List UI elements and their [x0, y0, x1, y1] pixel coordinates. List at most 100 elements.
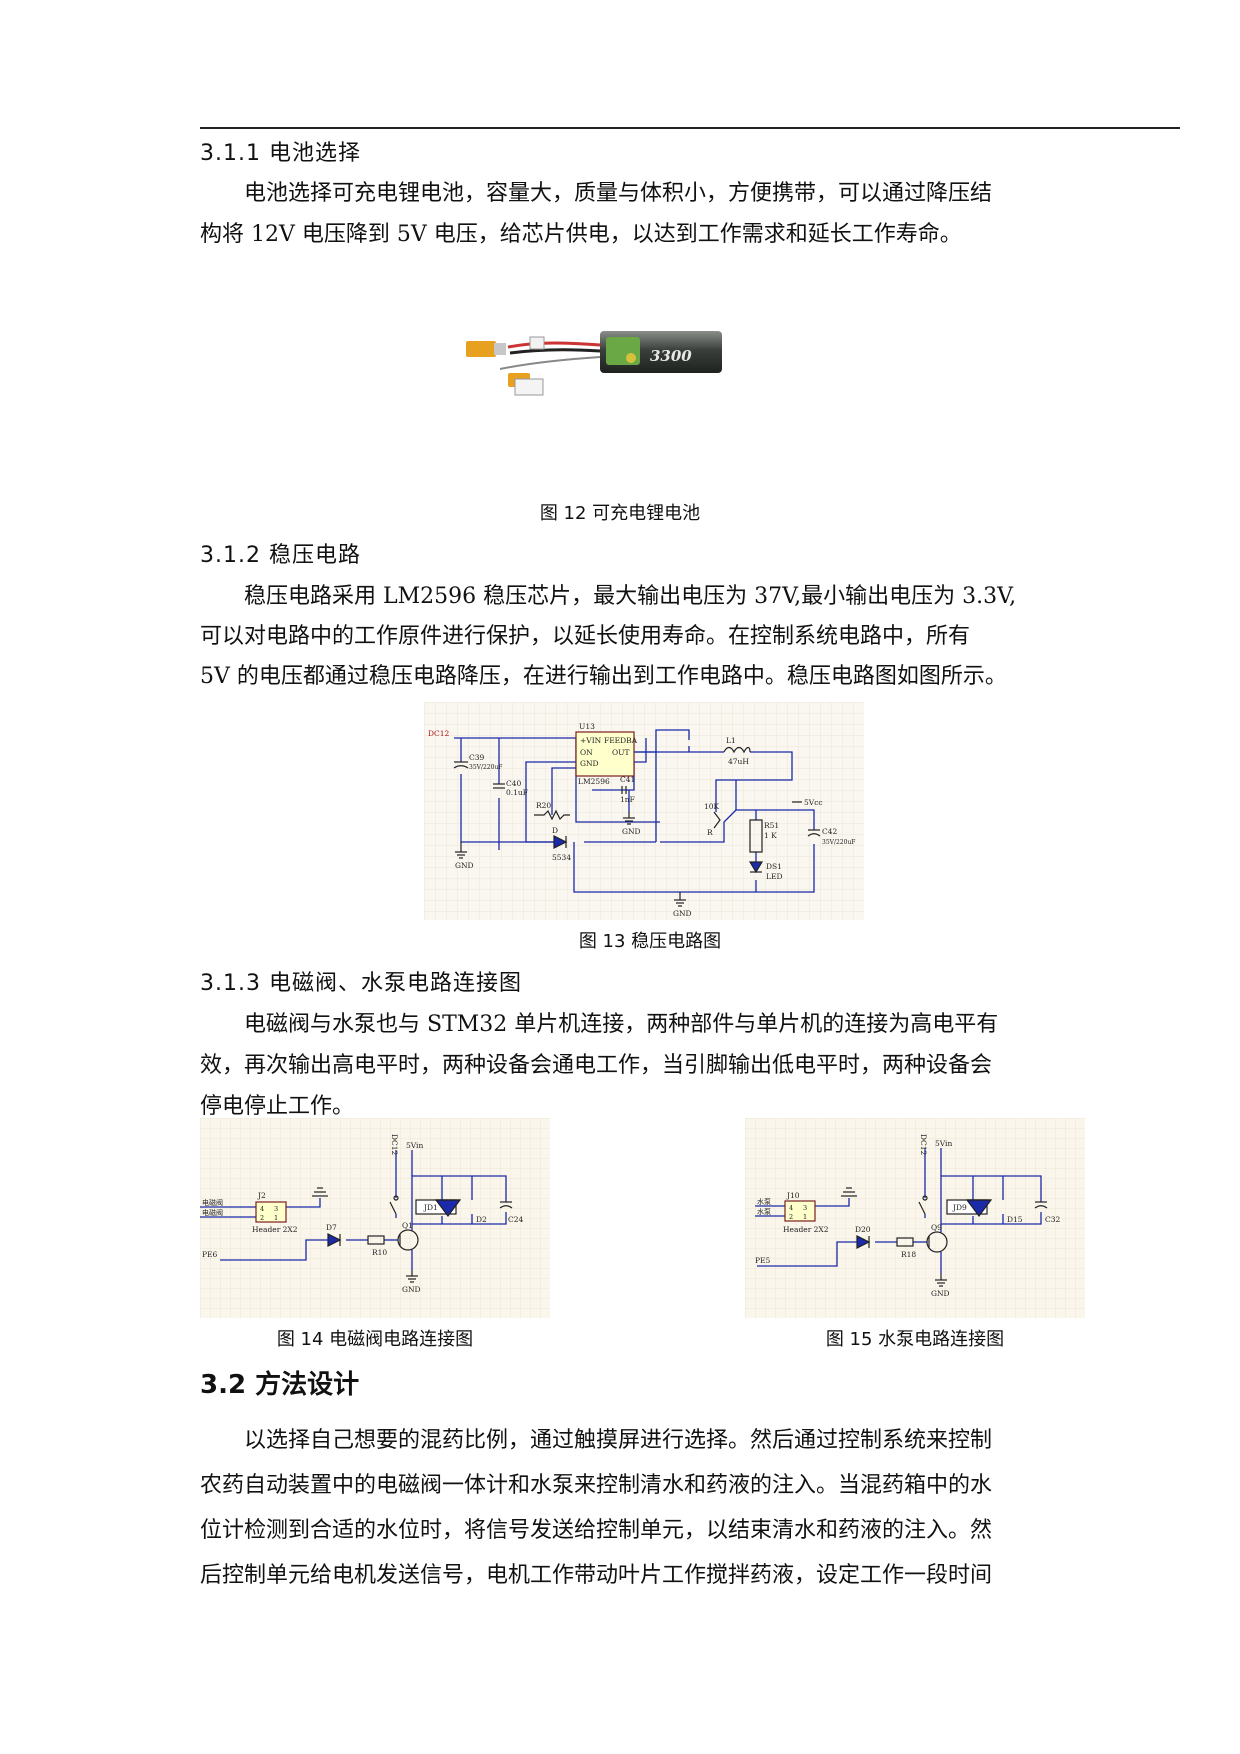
svg-text:1nF: 1nF: [620, 795, 635, 804]
battery-emblem: [626, 353, 636, 363]
paragraph-line: 以选择自己想要的混药比例，通过触摸屏进行选择。然后通过控制系统来控制: [244, 1428, 993, 1453]
svg-text:FEEDBA: FEEDBA: [604, 736, 638, 745]
paragraph-battery: 电池选择可充电锂电池，容量大，质量与体积小，方便携带，可以通过降压结 构将 12…: [200, 173, 1086, 255]
battery-wire-black: [509, 348, 601, 355]
svg-text:R51: R51: [764, 821, 779, 830]
paragraph-line: 电磁阀与水泵也与 STM32 单片机连接，两种部件与单片机的连接为高电平有: [244, 1012, 999, 1037]
svg-text:35V/220uF: 35V/220uF: [822, 839, 855, 846]
svg-text:C39: C39: [469, 753, 485, 762]
svg-text:5Vin: 5Vin: [406, 1141, 423, 1150]
svg-text:Header 2X2: Header 2X2: [783, 1225, 829, 1234]
svg-text:PE6: PE6: [202, 1250, 218, 1259]
pump-wires: [755, 1148, 1042, 1274]
svg-text:2: 2: [260, 1214, 264, 1222]
svg-text:JD1: JD1: [423, 1203, 438, 1212]
svg-text:电磁阀: 电磁阀: [202, 1208, 223, 1217]
svg-text:2: 2: [789, 1213, 793, 1221]
svg-text:DS1: DS1: [766, 862, 782, 871]
svg-text:3: 3: [803, 1204, 807, 1212]
valve-wires: [200, 1150, 507, 1270]
pump-labels: J10 Header 2X2 4 3 2 1 水泵 水泵 PE5 D20 R18…: [755, 1134, 1061, 1298]
figure-12-caption: 图 12 可充电锂电池: [539, 503, 701, 524]
svg-text:GND: GND: [931, 1289, 950, 1298]
svg-text:JD9: JD9: [952, 1203, 967, 1212]
svg-text:47uH: 47uH: [728, 757, 749, 766]
svg-text:GND: GND: [673, 909, 692, 918]
svg-text:GND: GND: [455, 861, 474, 870]
svg-text:5534: 5534: [552, 853, 571, 862]
svg-text:Header 2X2: Header 2X2: [252, 1225, 298, 1234]
svg-text:GND: GND: [580, 759, 599, 768]
svg-text:C40: C40: [506, 779, 522, 788]
svg-text:J2: J2: [257, 1191, 266, 1200]
paragraph-line: 效，再次输出高电平时，两种设备会通电工作，当引脚输出低电平时，两种设备会: [200, 1053, 993, 1078]
battery-capacity-label: 3300: [650, 347, 692, 365]
paragraph-line: 农药自动装置中的电磁阀一体计和水泵来控制清水和药液的注入。当混药箱中的水: [200, 1473, 993, 1498]
balance-wire: [499, 356, 601, 370]
svg-text:0.1uF: 0.1uF: [506, 788, 528, 797]
paragraph-regulator: 稳压电路采用 LM2596 稳压芯片，最大输出电压为 37V,最小输出电压为 3…: [200, 577, 1086, 697]
svg-text:R20: R20: [536, 801, 551, 810]
pump-circuit-schematic: J10 Header 2X2 4 3 2 1 水泵 水泵 PE5 D20 R18…: [745, 1118, 1085, 1318]
svg-text:J10: J10: [786, 1191, 800, 1200]
regulator-wires: [454, 729, 815, 893]
regulator-schematic: DC12 U13 +VIN FEEDBA ON OUT GND LM2596 C…: [424, 702, 864, 920]
paragraph-method-design: 以选择自己想要的混药比例，通过触摸屏进行选择。然后通过控制系统来控制 农药自动装…: [200, 1418, 1086, 1598]
heading-3-1-1: 3.1.1 电池选择: [200, 141, 361, 166]
svg-text:1 K: 1 K: [764, 831, 777, 840]
svg-text:+VIN: +VIN: [580, 736, 602, 745]
svg-text:Q9: Q9: [931, 1223, 942, 1232]
valve-circuit-schematic: J2 Header 2X2 4 3 2 1 电磁阀 电磁阀 PE6 D7 R10…: [200, 1118, 550, 1318]
svg-text:C32: C32: [1045, 1215, 1061, 1224]
svg-text:C24: C24: [508, 1215, 524, 1224]
figure-14-caption: 图 14 电磁阀电路连接图: [276, 1329, 474, 1350]
xt60-plug: [494, 343, 506, 355]
paragraph-valve-pump: 电磁阀与水泵也与 STM32 单片机连接，两种部件与单片机的连接为高电平有 效，…: [200, 1004, 1086, 1127]
svg-text:D20: D20: [855, 1225, 871, 1234]
paragraph-line: 电池选择可充电锂电池，容量大，质量与体积小，方便携带，可以通过降压结: [244, 181, 993, 206]
paragraph-line: 5V 的电压都通过稳压电路降压，在进行输出到工作电路中。稳压电路图如图所示。: [200, 664, 1007, 689]
svg-text:D7: D7: [326, 1223, 337, 1232]
balance-connector-1: [529, 336, 545, 350]
svg-text:D: D: [552, 826, 558, 835]
heading-3-1-3: 3.1.3 电磁阀、水泵电路连接图: [200, 971, 522, 996]
paragraph-line: 位计检测到合适的水位时，将信号发送给控制单元，以结束清水和药液的注入。然: [200, 1518, 993, 1543]
svg-text:D2: D2: [476, 1215, 487, 1224]
valve-labels: J2 Header 2X2 4 3 2 1 电磁阀 电磁阀 PE6 D7 R10…: [202, 1134, 524, 1294]
header-rule: [200, 127, 1180, 129]
svg-text:水泵: 水泵: [757, 1197, 771, 1206]
figure-15-caption: 图 15 水泵电路连接图: [825, 1329, 1005, 1350]
valve-components: [255, 1187, 513, 1283]
svg-text:PE5: PE5: [755, 1256, 771, 1265]
svg-text:3: 3: [274, 1205, 278, 1213]
svg-text:1: 1: [803, 1213, 807, 1221]
heading-3-2: 3.2 方法设计: [200, 1370, 360, 1400]
paragraph-line: 后控制单元给电机发送信号，电机工作带动叶片工作搅拌药液，设定工作一段时间: [200, 1563, 993, 1588]
svg-text:R18: R18: [901, 1250, 916, 1259]
svg-text:GND: GND: [402, 1285, 421, 1294]
pump-components: [784, 1187, 1048, 1287]
svg-text:L1: L1: [726, 736, 736, 745]
svg-text:Q1: Q1: [402, 1221, 413, 1230]
svg-text:U13: U13: [579, 722, 595, 731]
paragraph-line: 稳压电路采用 LM2596 稳压芯片，最大输出电压为 37V,最小输出电压为 3…: [244, 584, 1017, 609]
svg-text:水泵: 水泵: [757, 1207, 771, 1216]
svg-text:DC12: DC12: [390, 1134, 399, 1156]
svg-text:OUT: OUT: [612, 748, 629, 757]
svg-text:GND: GND: [622, 827, 641, 836]
svg-text:DC12: DC12: [919, 1134, 928, 1156]
svg-text:R10: R10: [372, 1248, 387, 1257]
svg-text:4: 4: [789, 1204, 793, 1212]
svg-text:DC12: DC12: [428, 729, 450, 738]
paragraph-line: 构将 12V 电压降到 5V 电压，给芯片供电，以达到工作需求和延长工作寿命。: [200, 222, 962, 247]
svg-text:10K: 10K: [704, 802, 720, 811]
battery-photo: 3300: [466, 331, 722, 396]
svg-text:C41: C41: [620, 775, 635, 784]
svg-text:LED: LED: [766, 872, 782, 881]
svg-text:4: 4: [260, 1205, 264, 1213]
svg-text:C42: C42: [822, 827, 838, 836]
paragraph-line: 可以对电路中的工作原件进行保护，以延长使用寿命。在控制系统电路中，所有: [200, 624, 971, 649]
svg-text:ON: ON: [580, 748, 593, 757]
figure-13-caption: 图 13 稳压电路图: [578, 931, 722, 952]
svg-text:5Vin: 5Vin: [935, 1139, 952, 1148]
